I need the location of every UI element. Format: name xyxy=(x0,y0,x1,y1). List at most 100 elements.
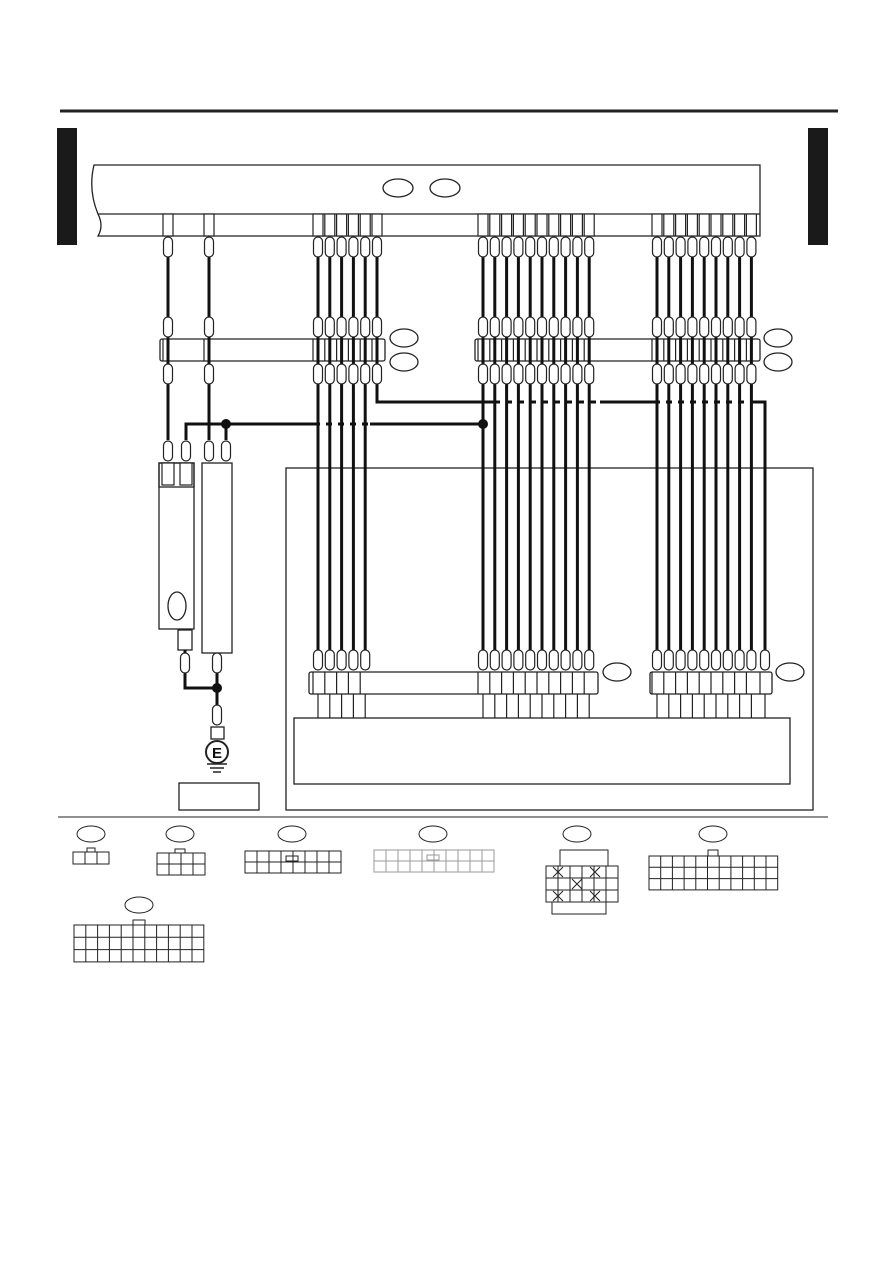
wire-terminal xyxy=(312,236,324,258)
wire-terminal xyxy=(371,236,383,258)
connector-face-12pin xyxy=(244,850,342,874)
wire-terminal xyxy=(489,363,500,385)
wire-terminal xyxy=(336,363,347,385)
harness-pin xyxy=(536,213,548,237)
sensor-terminal xyxy=(203,440,215,462)
joint-connector-right-frame xyxy=(474,338,761,362)
wire-terminal xyxy=(663,649,674,671)
connector-face-30pin xyxy=(648,855,779,891)
connector-hood xyxy=(551,901,607,915)
wire-terminal xyxy=(360,649,371,671)
harness-pin xyxy=(722,213,734,237)
wire-terminal xyxy=(734,363,745,385)
connector-latch xyxy=(132,919,146,926)
wire-terminal xyxy=(746,316,757,338)
wire-terminal xyxy=(324,649,335,671)
wire-terminal xyxy=(489,236,500,258)
harness-pin xyxy=(524,213,536,237)
module-connector-a-frame xyxy=(308,671,599,695)
wire-terminal xyxy=(699,363,710,385)
harness-pin xyxy=(501,213,513,237)
connector-ref-bubble xyxy=(389,328,419,348)
wire-terminal xyxy=(675,236,686,258)
wire-terminal xyxy=(179,652,191,674)
wire-terminal xyxy=(312,363,324,385)
crossover-wire xyxy=(375,385,767,660)
sensor-box-left-bubble xyxy=(167,591,187,621)
wire-terminal xyxy=(699,649,710,671)
wire-terminal xyxy=(548,363,559,385)
connector-ref-bubble xyxy=(763,328,793,348)
sensor-terminal xyxy=(220,440,232,462)
connector-ref-bubble xyxy=(277,825,307,843)
harness-pin xyxy=(548,213,560,237)
wire-terminal xyxy=(560,316,571,338)
wire-terminal xyxy=(572,649,583,671)
wire-terminal xyxy=(759,649,771,671)
wire-terminal xyxy=(336,236,347,258)
sensor-box-left-plug xyxy=(177,629,193,651)
wire-terminal xyxy=(734,236,745,258)
wire-terminal xyxy=(336,649,347,671)
ground-label-box xyxy=(178,782,260,811)
harness-pin xyxy=(583,213,595,237)
wire-terminal xyxy=(211,704,223,726)
control-module-inner-box xyxy=(293,717,791,785)
sensor-terminal xyxy=(162,440,174,462)
wire-terminal xyxy=(501,236,512,258)
sensor-pin xyxy=(179,462,193,486)
wire-terminal xyxy=(734,649,745,671)
wire-terminal xyxy=(348,649,359,671)
blank-cavity-mark xyxy=(589,890,601,902)
harness-pin xyxy=(710,213,722,237)
wire-terminal xyxy=(162,236,174,258)
wire-terminal xyxy=(312,649,324,671)
connector-face-6pin xyxy=(156,852,206,876)
wire-terminal xyxy=(584,316,595,338)
connector-ref-bubble xyxy=(698,825,728,843)
connector-latch xyxy=(426,854,440,861)
joint-connector-left-frame xyxy=(159,338,386,362)
harness-pin xyxy=(745,213,758,237)
ground-symbol-circle xyxy=(205,740,229,764)
connector-face-2pin xyxy=(72,851,110,865)
wire-terminal xyxy=(536,316,548,338)
wire-terminal xyxy=(477,363,489,385)
wire-terminal xyxy=(687,363,698,385)
wire-terminal xyxy=(489,316,500,338)
wire-terminal xyxy=(477,236,489,258)
harness-pin xyxy=(162,213,174,237)
wire-terminal xyxy=(525,316,536,338)
connector-face-33pin xyxy=(73,924,205,963)
wire-terminal xyxy=(513,316,524,338)
wire-terminal xyxy=(371,316,383,338)
wire-terminal xyxy=(560,236,571,258)
connector-face-30pin-outline xyxy=(648,855,779,891)
wire-terminal xyxy=(162,363,174,385)
sensor-signal-wire xyxy=(184,422,483,440)
wire-terminal xyxy=(560,363,571,385)
harness-pin xyxy=(477,213,489,237)
wire-terminal xyxy=(560,649,571,671)
wire-terminal xyxy=(572,363,583,385)
connector-latch xyxy=(707,849,719,857)
control-module-outline xyxy=(285,467,814,811)
harness-pin xyxy=(571,213,584,237)
wire-terminal xyxy=(536,363,548,385)
harness-pin xyxy=(312,213,324,237)
wire-terminal xyxy=(722,649,733,671)
wire-terminal xyxy=(203,316,215,338)
wire-terminal xyxy=(675,363,686,385)
wire-terminal xyxy=(687,316,698,338)
wire-terminal xyxy=(489,649,500,671)
wire-terminal xyxy=(513,363,524,385)
sensor-box-right xyxy=(201,462,233,654)
wire-terminal xyxy=(651,236,663,258)
wire-terminal xyxy=(572,316,583,338)
harness-pin xyxy=(559,213,572,237)
harness-pin xyxy=(512,213,525,237)
right-side-tab xyxy=(808,128,828,245)
wire-terminal xyxy=(360,316,371,338)
wire-terminal xyxy=(324,363,335,385)
